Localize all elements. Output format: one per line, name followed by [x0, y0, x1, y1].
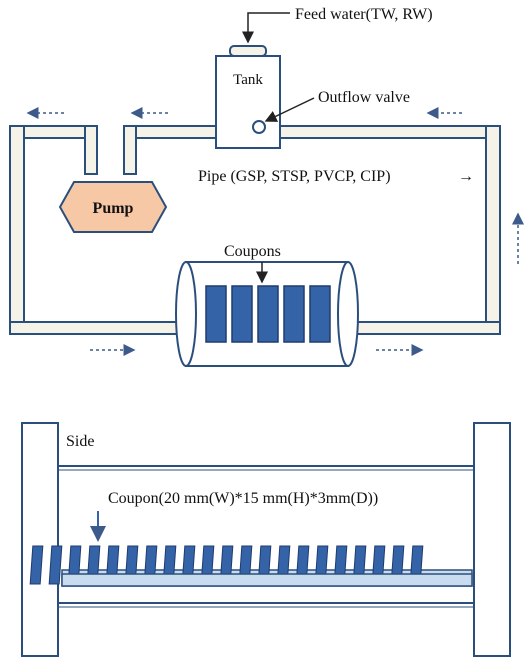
outflow-pointer-arrow [264, 97, 315, 122]
housing-left-cap [175, 261, 197, 367]
side-coupon-row [29, 545, 473, 587]
coupon-spec-label: Coupon(20 mm(W)*15 mm(H)*3mm(D)) [108, 490, 378, 507]
coupon-plate [309, 285, 331, 343]
flow-direction-arrows [26, 107, 524, 356]
coupon-plate [257, 285, 279, 343]
side-coupon [48, 545, 63, 585]
coupon-plate [283, 285, 305, 343]
pipe-segment-right [485, 125, 501, 335]
feed-water-arrow [242, 12, 290, 44]
pipe-segment-top-mid [124, 125, 218, 139]
feed-water-label: Feed water(TW, RW) [295, 6, 433, 23]
tank-label: Tank [233, 72, 263, 88]
pipe-segment-top-right [277, 125, 501, 139]
pipe-loop [9, 125, 501, 335]
pipe-label: Pipe (GSP, STSP, PVCP, CIP) [198, 168, 391, 185]
side-coupon [29, 545, 44, 585]
side-label: Side [66, 433, 94, 450]
side-view-right-post [473, 422, 511, 657]
coupons-label: Coupons [224, 243, 281, 260]
outflow-valve [252, 120, 266, 134]
pipe-flow-arrow-icon: → [458, 168, 474, 185]
housing-right-cap [337, 261, 359, 367]
pump-inlet-pipe [84, 125, 98, 175]
pipe-segment-bottom-left [9, 321, 183, 335]
coupon-holder-bar-front [61, 573, 473, 587]
side-view-left-post [21, 422, 59, 657]
pump-body [58, 181, 168, 233]
coupon-housing [175, 261, 359, 367]
tank-body [215, 55, 281, 149]
coupon-plate [231, 285, 253, 343]
coupon-plate [205, 285, 227, 343]
outflow-valve-label: Outflow valve [318, 89, 410, 106]
pump: Pump [58, 181, 168, 233]
pipe-segment-bottom-right [351, 321, 501, 335]
pump-label: Pump [93, 200, 134, 217]
pipe-segment-left [9, 125, 25, 335]
tank: Tank [215, 45, 281, 149]
side-view [21, 422, 511, 657]
pump-outlet-pipe [123, 125, 137, 175]
tank-lid [229, 45, 267, 57]
